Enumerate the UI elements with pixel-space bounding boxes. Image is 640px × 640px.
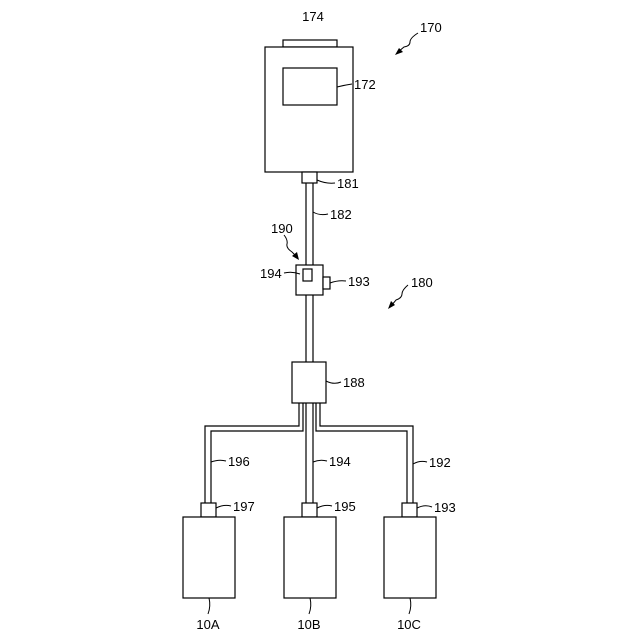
- leader-188: [326, 381, 341, 383]
- leader-193-module: [330, 281, 346, 283]
- leader-196: [211, 460, 226, 462]
- label-10c: 10C: [397, 617, 421, 632]
- leader-192: [413, 461, 427, 464]
- label-195: 195: [334, 499, 356, 514]
- arrow-180: [391, 285, 408, 306]
- leader-197: [216, 505, 231, 508]
- label-10a: 10A: [196, 617, 219, 632]
- label-174: 174: [302, 9, 324, 24]
- label-193-module: 193: [348, 274, 370, 289]
- label-182: 182: [330, 207, 352, 222]
- controller-connector: [302, 172, 317, 183]
- controller-top-part: [283, 40, 337, 47]
- branch-right-outer: [320, 403, 413, 503]
- label-194-module: 194: [260, 266, 282, 281]
- label-194-branch: 194: [329, 454, 351, 469]
- label-170: 170: [420, 20, 442, 35]
- branch-left-inner: [211, 403, 303, 503]
- inline-module-window: [303, 269, 312, 281]
- device-b: [284, 517, 336, 598]
- leader-10b: [309, 598, 311, 614]
- label-180: 180: [411, 275, 433, 290]
- controller-display: [283, 68, 337, 105]
- leader-193-device: [417, 506, 432, 508]
- controller-body: [265, 47, 353, 172]
- leader-10a: [208, 598, 210, 614]
- label-172: 172: [354, 77, 376, 92]
- inline-module-button: [323, 277, 330, 289]
- device-a: [183, 517, 235, 598]
- splitter: [292, 362, 326, 403]
- leader-194-branch: [313, 460, 327, 462]
- leader-10c: [409, 598, 411, 614]
- device-c: [384, 517, 436, 598]
- leader-195: [317, 505, 332, 508]
- connector-center: [302, 503, 317, 517]
- label-192: 192: [429, 455, 451, 470]
- branch-right-inner: [316, 403, 407, 503]
- label-193-device: 193: [434, 500, 456, 515]
- label-196: 196: [228, 454, 250, 469]
- label-10b: 10B: [297, 617, 320, 632]
- arrow-190: [284, 235, 296, 256]
- connector-right: [402, 503, 417, 517]
- arrow-170: [398, 33, 418, 52]
- leader-181: [317, 180, 335, 183]
- label-188: 188: [343, 375, 365, 390]
- label-181: 181: [337, 176, 359, 191]
- connector-left: [201, 503, 216, 517]
- label-190: 190: [271, 221, 293, 236]
- leader-182: [313, 212, 328, 215]
- label-197: 197: [233, 499, 255, 514]
- branch-left-outer: [205, 403, 299, 503]
